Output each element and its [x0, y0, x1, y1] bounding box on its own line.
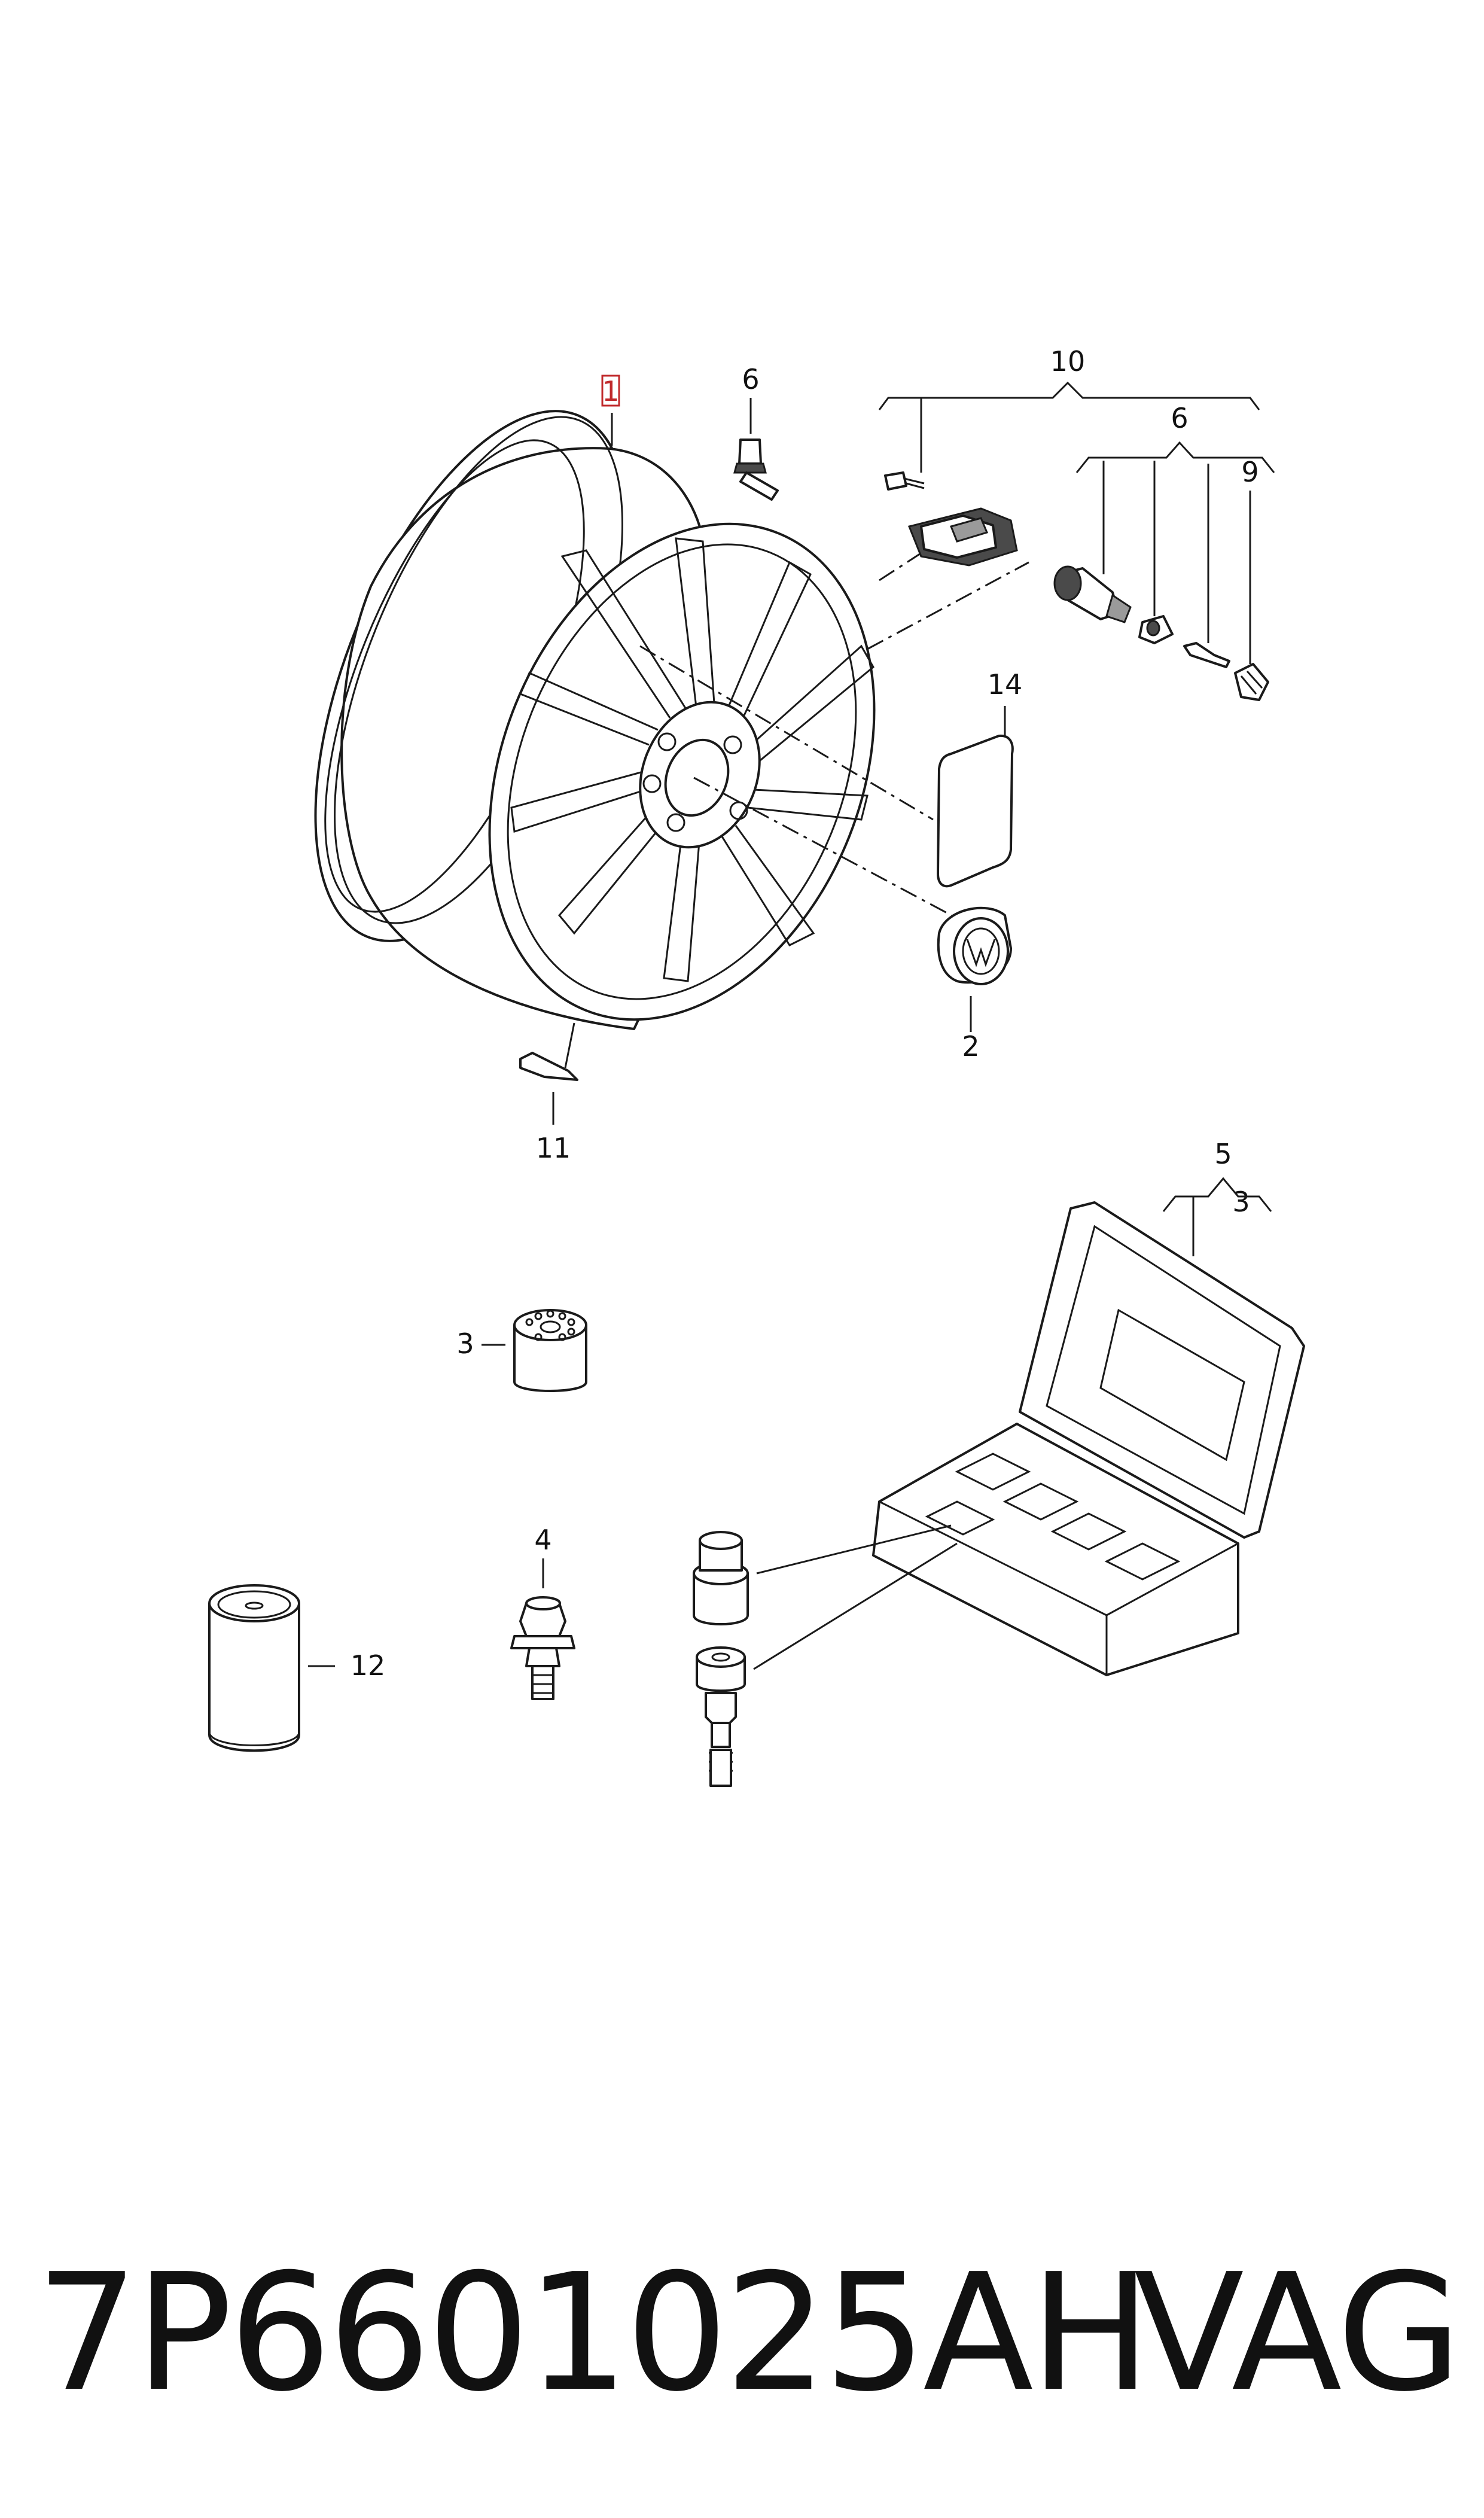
leader-case-to-socket — [756, 1524, 952, 1575]
wheel-bolt: 4 — [510, 1524, 575, 1700]
callout-3-case: 3 — [1232, 1186, 1250, 1218]
part-number: 7P6601025AH — [36, 2239, 1151, 2427]
callout-3-adapter: 3 — [456, 1327, 474, 1360]
alloy-wheel — [314, 410, 876, 1030]
tyre-sealant: 12 — [208, 1584, 386, 1752]
leader-wheel-to-sticker — [639, 645, 934, 821]
valve-kit: 6 9 — [1053, 402, 1275, 701]
callout-10: 10 — [1050, 345, 1086, 377]
brand-label: VAG — [1133, 2239, 1462, 2427]
balance-weight: 11 — [519, 1022, 578, 1164]
callout-5: 5 — [1214, 1138, 1232, 1170]
lock-bolt-case: 5 3 — [872, 1138, 1305, 1676]
callout-14: 14 — [988, 668, 1023, 701]
callout-6-valve: 6 — [742, 363, 759, 395]
footer: 7P6601025AH VAG — [36, 2237, 1462, 2429]
callout-11: 11 — [536, 1132, 571, 1164]
leader-case-to-bolt — [753, 1542, 958, 1670]
callout-6-kit: 6 — [1171, 402, 1188, 434]
lock-socket — [693, 1531, 749, 1625]
callout-1-label: 1 — [602, 375, 619, 407]
wheel-sticker: 14 — [937, 668, 1023, 888]
callout-12: 12 — [351, 1649, 386, 1682]
center-cap: 2 — [937, 906, 1012, 1062]
leader-wheel-to-sensor — [867, 561, 1029, 650]
callout-4: 4 — [534, 1524, 551, 1556]
leader-wheel-to-cap — [693, 777, 958, 919]
callout-9: 9 — [1241, 456, 1258, 488]
lock-adapter: 3 — [456, 1309, 587, 1392]
callout-2: 2 — [962, 1030, 979, 1062]
lock-bolt — [696, 1646, 746, 1787]
tpms-sensor-group: 10 — [878, 345, 1260, 567]
valve-stem: 6 — [733, 363, 779, 501]
callout-1: 1 — [601, 374, 620, 446]
